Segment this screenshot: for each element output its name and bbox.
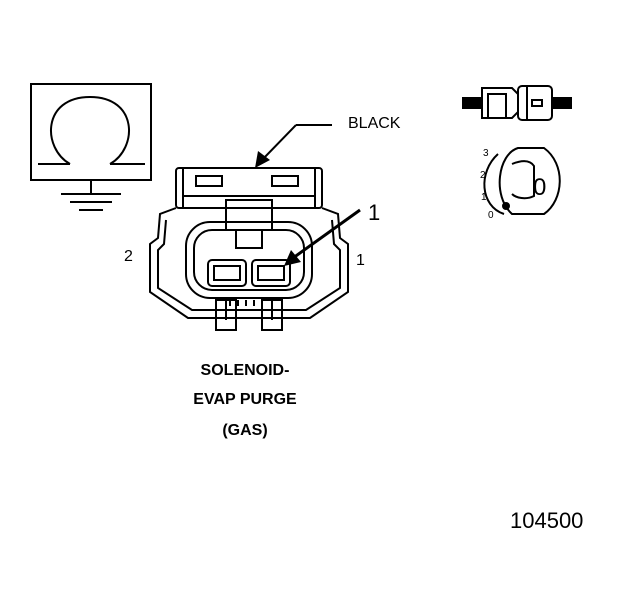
- figure-number: 104500: [510, 508, 584, 533]
- callout-arrow: [284, 208, 361, 266]
- knob-position-digit: 0: [533, 174, 547, 201]
- caption-line-3: (GAS): [222, 422, 268, 439]
- rotary-knob-icon: [483, 147, 561, 215]
- scale-label-0: 0: [488, 210, 494, 221]
- callout-number: 1: [368, 200, 381, 225]
- connector-face-icon: [149, 167, 349, 331]
- pin-label-1: 1: [356, 252, 365, 269]
- pin-label-2: 2: [124, 248, 133, 265]
- caption-line-2: EVAP PURGE: [193, 391, 297, 408]
- ohmmeter-ground-icon: [30, 83, 152, 211]
- scale-label-2: 2: [480, 170, 486, 181]
- inline-connector-icon: [462, 85, 572, 121]
- connector-tab-marks: [229, 300, 263, 306]
- wire-leader-arrow: [255, 124, 332, 168]
- scale-label-1: 1: [481, 192, 487, 203]
- caption-line-1: SOLENOID-: [200, 362, 290, 379]
- scale-label-3: 3: [483, 148, 489, 159]
- wire-color-label: BLACK: [348, 115, 401, 132]
